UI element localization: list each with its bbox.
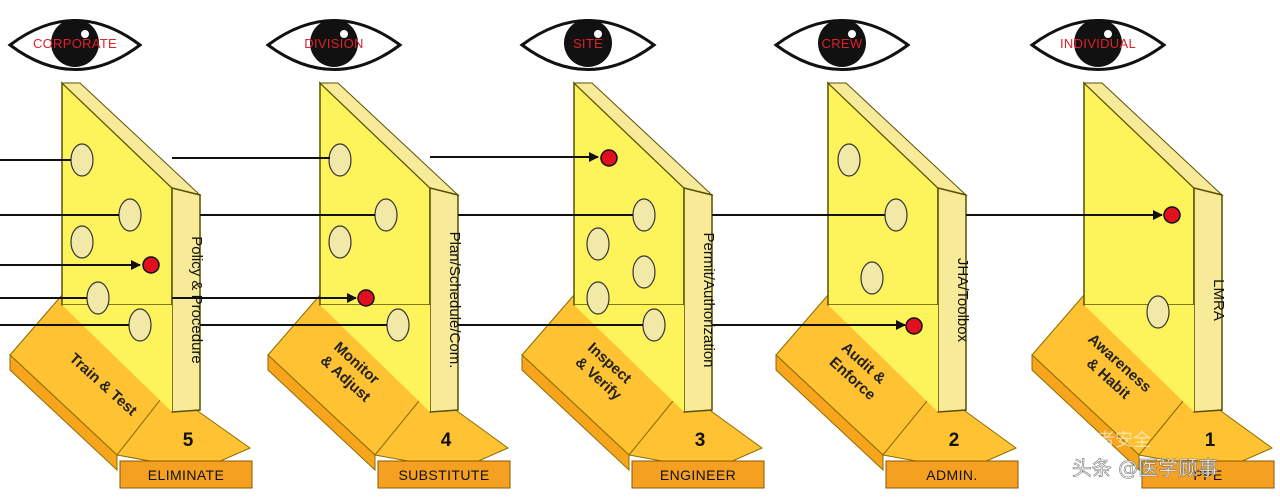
slice-holes (328, 143, 410, 342)
layer-site: SITE Permit/Authorization Inspect & Veri… (519, 19, 765, 489)
hit-dot (357, 289, 375, 307)
hole (632, 255, 656, 289)
eye-site: SITE (519, 19, 657, 71)
layer-division: DIVISION Plan/Schedule/Com. Monitor & Ad… (265, 19, 511, 489)
side-label: Plan/Schedule/Com. (446, 232, 463, 369)
eye-glint (81, 30, 89, 38)
control-number: 2 (949, 430, 960, 451)
side-label: JHA/Toolbox (954, 258, 971, 343)
side-label: LMRA (1210, 279, 1227, 321)
hole (128, 308, 152, 342)
base-edge (9, 353, 118, 472)
hole (860, 261, 884, 295)
side-label: Policy & Procedure (188, 236, 205, 364)
eye-individual: INDIVIDUAL (1029, 19, 1167, 71)
control-bar (119, 460, 253, 489)
control-number: 1 (1205, 430, 1216, 451)
eye-label: INDIVIDUAL (1060, 36, 1136, 51)
hit-dot (142, 256, 160, 274)
hole (70, 225, 94, 259)
eye-corporate: CORPORATE (7, 19, 143, 71)
slice-holes (1146, 295, 1170, 329)
hole (586, 227, 610, 261)
hole (328, 225, 352, 259)
hole (632, 198, 656, 232)
eye-label: CREW (822, 36, 863, 51)
eye-glint (594, 30, 602, 38)
hole (374, 198, 398, 232)
base-edge (521, 353, 630, 472)
watermark-account: 头条 @医学顾事 (1072, 456, 1218, 480)
hit-points (142, 149, 1181, 335)
control-label: SUBSTITUTE (398, 467, 489, 483)
eye-division: DIVISION (265, 19, 403, 71)
side-label: Permit/Authorization (700, 232, 717, 367)
control-label: ADMIN. (926, 467, 977, 483)
slice-front (573, 81, 685, 306)
slice-lower (1084, 305, 1194, 412)
hole (328, 143, 352, 177)
control-number: 5 (183, 430, 194, 451)
control-label: PPE (1193, 467, 1222, 483)
hit-dot (1163, 206, 1181, 224)
layer-individual: INDIVIDUAL LMRA Awareness & Habit 1 PPE (1029, 19, 1275, 489)
hole (86, 281, 110, 315)
slice-front (319, 81, 431, 306)
control-label: ENGINEER (660, 467, 736, 483)
layer-crew: CREW JHA/Toolbox Audit & Enforce 2 ADMIN… (773, 19, 1019, 489)
hole (642, 308, 666, 342)
slice-front (1083, 81, 1195, 306)
control-bar (885, 460, 1019, 489)
hole (837, 143, 861, 177)
hit-dot (600, 149, 618, 167)
control-bar (377, 460, 511, 489)
watermark-faint-text: 患者安全 (1079, 430, 1151, 451)
eye-label: DIVISION (304, 36, 363, 51)
hole (884, 198, 908, 232)
eye-label: SITE (573, 36, 603, 51)
control-bar (1141, 460, 1275, 489)
eye-glint (848, 30, 856, 38)
control-number: 4 (441, 430, 452, 451)
watermark: 患者安全 头条 @医学顾事 (1072, 430, 1219, 480)
hole (586, 281, 610, 315)
hole (70, 143, 94, 177)
eye-glint (340, 30, 348, 38)
hole (1146, 295, 1170, 329)
hole (118, 198, 142, 232)
eye-glint (1104, 30, 1112, 38)
control-label: ELIMINATE (148, 467, 224, 483)
base-edge (267, 353, 376, 472)
slice-holes (837, 143, 908, 295)
control-bar (631, 460, 765, 489)
base-edge (1031, 353, 1140, 472)
hazard-trajectories (0, 152, 1163, 330)
hole (386, 308, 410, 342)
control-number: 3 (695, 430, 706, 451)
eye-crew: CREW (773, 19, 911, 71)
layer-corporate: CORPORATE Policy & Procedure Train & Tes… (7, 19, 253, 489)
eye-label: CORPORATE (33, 36, 117, 51)
base-edge (775, 353, 884, 472)
slice-front (827, 81, 939, 306)
slice-holes (70, 143, 152, 342)
slice-holes (586, 198, 666, 342)
hit-dot (905, 317, 923, 335)
